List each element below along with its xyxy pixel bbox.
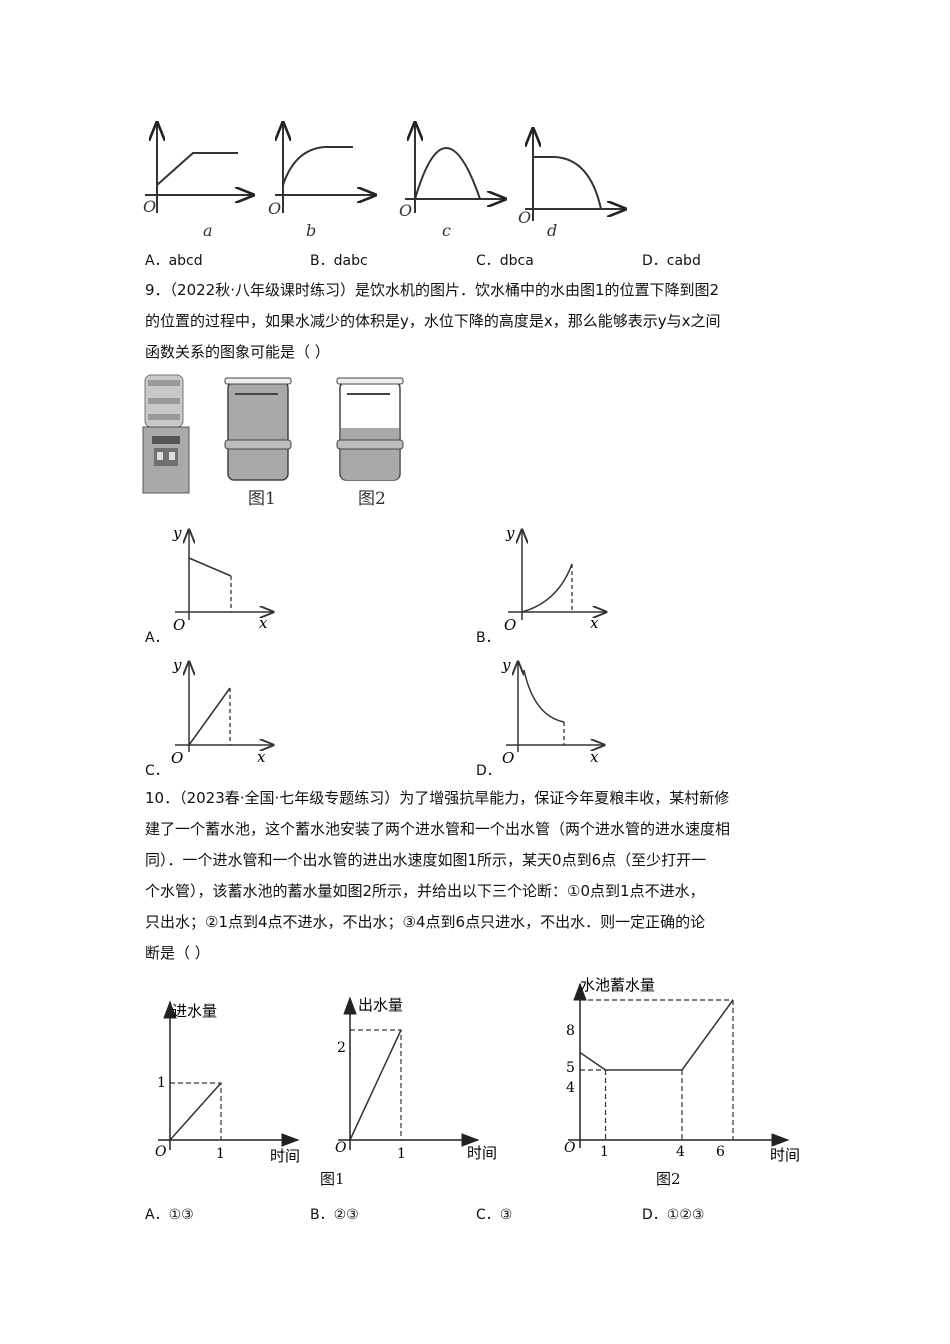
- x-axis-label: x: [259, 614, 268, 632]
- q8-graphs: O O O O a b c d: [143, 115, 655, 240]
- origin-label: O: [399, 201, 412, 220]
- chart3-xlabel: 时间: [770, 1146, 800, 1164]
- q10-option-c[interactable]: C．③: [476, 1207, 513, 1223]
- graph-d: [525, 129, 625, 221]
- y-axis-label: y: [501, 656, 511, 674]
- chart1-xlabel: 时间: [270, 1147, 300, 1165]
- chart3-ylabel: 水池蓄水量: [580, 976, 655, 994]
- graph-a: [145, 123, 253, 213]
- origin-label: O: [268, 199, 281, 218]
- y-axis-label: y: [172, 524, 182, 542]
- q10-fig2-caption: 图2: [656, 1170, 681, 1188]
- graph-label-d: d: [547, 221, 557, 240]
- q8-option-c[interactable]: C．dbca: [476, 253, 534, 269]
- q10-line: 10．（2023春·全国·七年级专题练习）为了增强抗旱能力，保证今年夏粮丰收，某…: [145, 789, 730, 807]
- q10-option-d[interactable]: D．①②③: [642, 1207, 705, 1223]
- q10-line: 个水管），该蓄水池的蓄水量如图2所示，并给出以下三个论断：①0点到1点不进水，: [145, 882, 705, 900]
- origin-label: O: [518, 208, 531, 227]
- q10-chart-storage: 水池蓄水量 时间 1 4 6 5 4 8 O: [564, 976, 800, 1164]
- q9-line: 函数关系的图象可能是（ ）: [145, 343, 330, 361]
- water-dispenser-image: [142, 374, 190, 494]
- outflow-guide-lines: [350, 1029, 402, 1140]
- q9-graph-a: y x O: [172, 524, 280, 634]
- origin-label: O: [502, 749, 514, 767]
- q10-question: 10．（2023春·全国·七年级专题练习）为了增强抗旱能力，保证今年夏粮丰收，某…: [145, 783, 730, 969]
- outflow-series-line: [349, 1029, 402, 1141]
- q10-line: 建了一个蓄水池，这个蓄水池安装了两个进水管和一个出水管（两个进水管的进水速度相: [145, 820, 731, 838]
- origin-label: O: [504, 616, 516, 634]
- bucket-full-image: [224, 377, 292, 481]
- chart2-ylabel: 出水量: [358, 996, 403, 1014]
- q9-line: 9．（2022秋·八年级课时练习）是饮水机的图片．饮水桶中的水由图1的位置下降到…: [145, 281, 720, 299]
- q10-option-a[interactable]: A．①③: [145, 1207, 194, 1223]
- q9-line: 的位置的过程中，如果水减少的体积是y，水位下降的高度是x，那么能够表示y与x之间: [145, 312, 721, 330]
- chart2-ytick: 2: [337, 1040, 346, 1056]
- chart2-xtick: 1: [397, 1146, 406, 1162]
- graph-c: [405, 123, 505, 213]
- fig1-caption: 图1: [248, 489, 276, 509]
- inflow-guide-lines: [170, 1082, 222, 1140]
- origin-label: O: [173, 616, 185, 634]
- y-axis-label: y: [505, 524, 515, 542]
- q10-line: 同）．一个进水管和一个出水管的进出水速度如图1所示，某天0点到6点（至少打开一: [145, 851, 707, 869]
- storage-series-line: [579, 999, 734, 1071]
- bucket-partial-image: [336, 377, 404, 481]
- q9-option-d[interactable]: D．: [476, 763, 501, 779]
- q9-graph-b: y x O: [504, 524, 613, 634]
- q8-option-d[interactable]: D．cabd: [642, 253, 701, 269]
- inflow-series-line: [169, 1082, 222, 1141]
- x-axis-label: x: [590, 748, 599, 766]
- chart3-xtick: 1: [600, 1144, 609, 1160]
- chart3-xtick: 4: [676, 1144, 685, 1160]
- chart3-ytick: 4: [566, 1080, 575, 1096]
- q8-option-a[interactable]: A．abcd: [145, 253, 203, 269]
- chart1-ylabel: 进水量: [172, 1002, 217, 1020]
- origin-label: O: [155, 1144, 167, 1160]
- q10-line: 断是（ ）: [145, 944, 210, 962]
- chart1-xtick: 1: [216, 1146, 225, 1162]
- graph-b: [275, 123, 375, 213]
- q10-chart-outflow: 出水量 时间 1 2 O: [335, 996, 497, 1162]
- q10-chart-inflow: 进水量 时间 1 1 O: [155, 1000, 300, 1165]
- graph-label-a: a: [203, 221, 213, 240]
- q9-option-c[interactable]: C．: [145, 763, 169, 779]
- q9-option-a[interactable]: A．: [145, 630, 169, 646]
- origin-label: O: [143, 197, 156, 216]
- q9-option-b[interactable]: B．: [476, 630, 500, 646]
- fig2-caption: 图2: [358, 489, 386, 509]
- chart1-ytick: 1: [157, 1075, 166, 1091]
- origin-label: O: [335, 1140, 347, 1156]
- q9-graph-d: y x O: [501, 656, 613, 767]
- origin-label: O: [564, 1140, 576, 1156]
- graph-label-c: c: [442, 221, 451, 240]
- y-axis-label: y: [172, 656, 182, 674]
- q10-option-b[interactable]: B．②③: [310, 1207, 359, 1223]
- q10-line: 只出水；②1点到4点不进水，不出水；③4点到6点只进水，不出水．则一定正确的论: [145, 913, 706, 931]
- graph-label-b: b: [306, 221, 316, 240]
- x-axis-label: x: [590, 614, 599, 632]
- chart3-xtick: 6: [716, 1144, 725, 1160]
- origin-label: O: [171, 749, 183, 767]
- chart3-ytick: 5: [566, 1060, 575, 1076]
- storage-guide-lines: [580, 999, 734, 1140]
- chart2-xlabel: 时间: [467, 1144, 497, 1162]
- chart3-ytick: 8: [566, 1023, 575, 1039]
- q10-fig1-caption: 图1: [320, 1170, 345, 1188]
- q9-illustration: 图1 图2: [142, 374, 404, 509]
- x-axis-label: x: [257, 748, 266, 766]
- q8-option-b[interactable]: B．dabc: [310, 253, 368, 269]
- q9-question: 9．（2022秋·八年级课时练习）是饮水机的图片．饮水桶中的水由图1的位置下降到…: [145, 275, 721, 368]
- q9-graph-c: y x O: [171, 656, 280, 767]
